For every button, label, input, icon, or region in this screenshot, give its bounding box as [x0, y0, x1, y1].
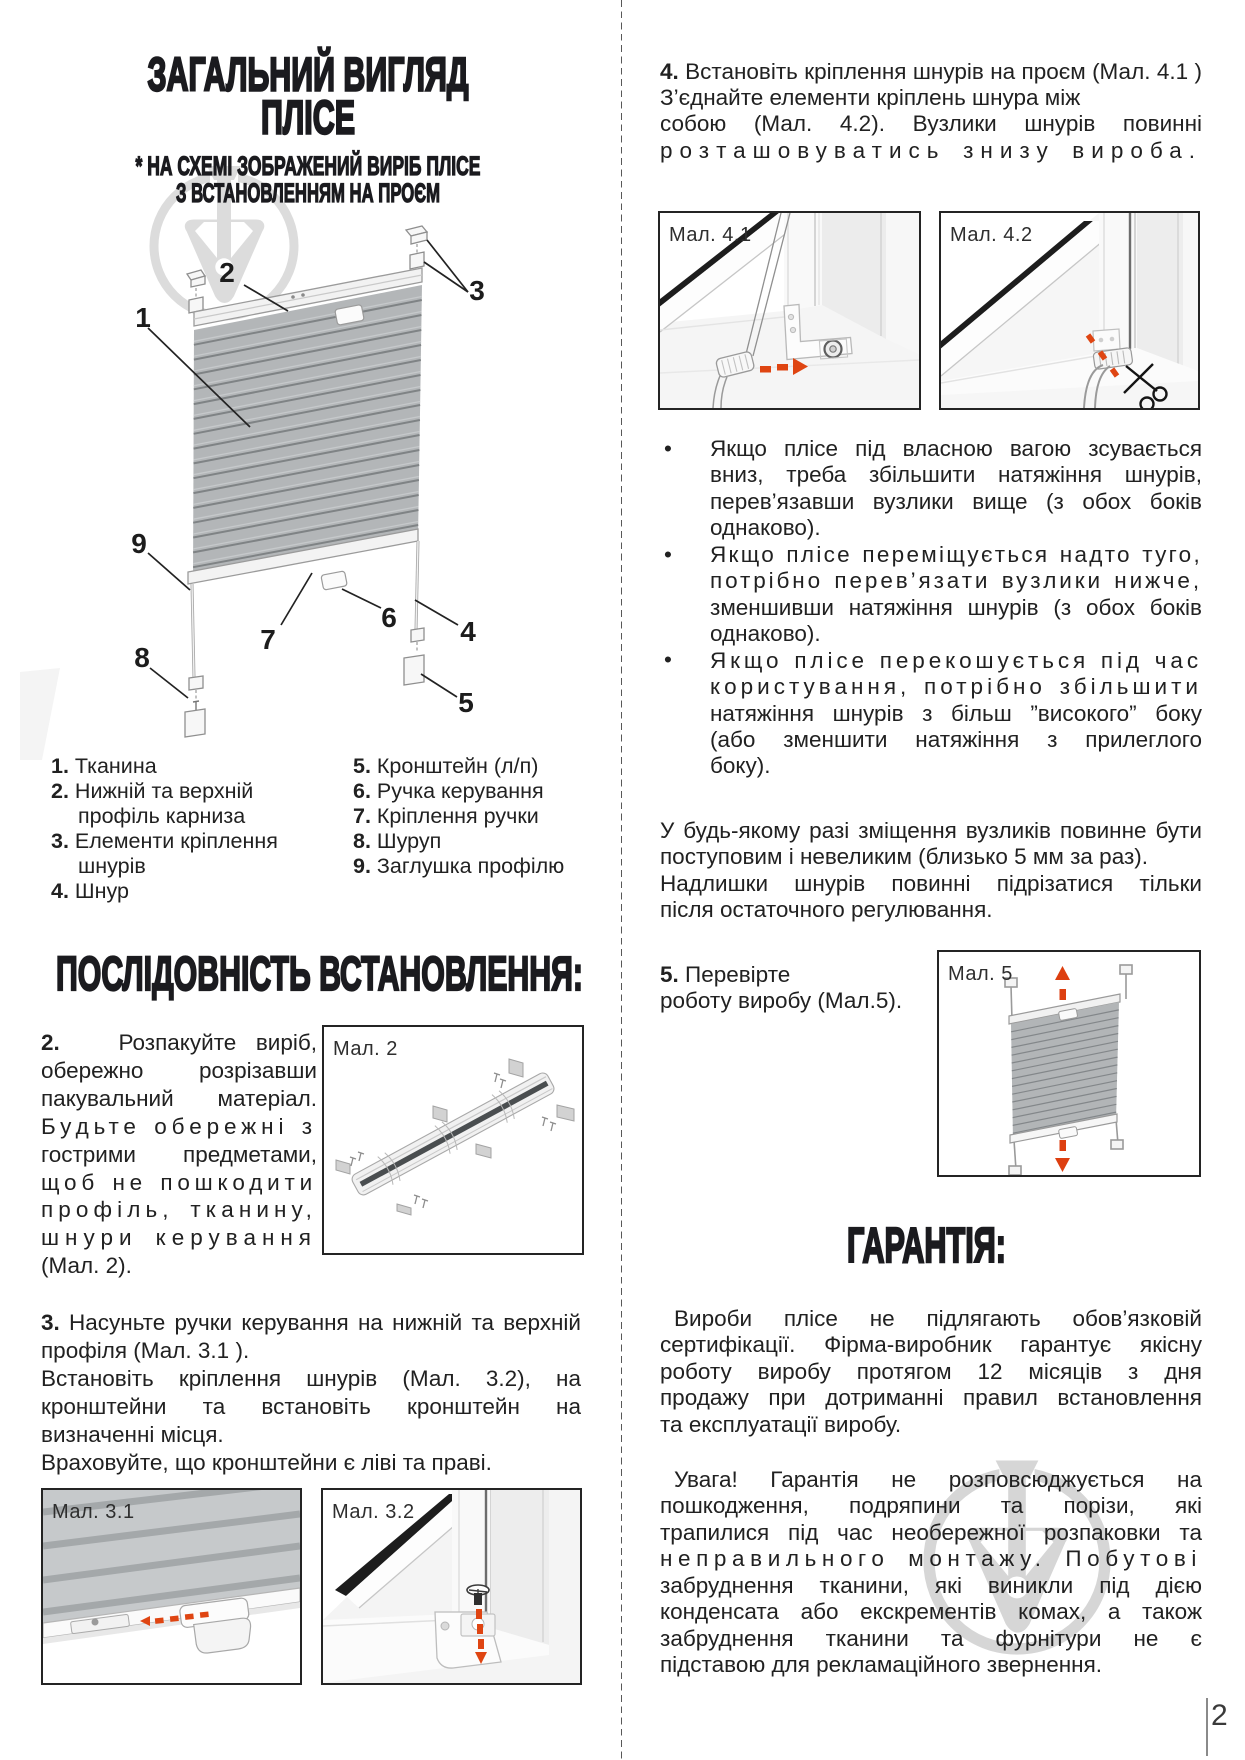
svg-text:ЗАГАЛЬНИЙ ВИГЛЯД: ЗАГАЛЬНИЙ ВИГЛЯД	[148, 48, 469, 101]
svg-text:З ВСТАНОВЛЕННЯМ НА ПРОЄМ: З ВСТАНОВЛЕННЯМ НА ПРОЄМ	[176, 178, 440, 208]
svg-text:1: 1	[135, 302, 151, 333]
svg-text:8: 8	[134, 642, 150, 673]
svg-text:3: 3	[469, 275, 485, 306]
svg-text:ПЛІСЕ: ПЛІСЕ	[261, 91, 355, 144]
svg-text:ПОСЛІДОВНІСТЬ ВСТАНОВЛЕННЯ:: ПОСЛІДОВНІСТЬ ВСТАНОВЛЕННЯ:	[56, 948, 583, 1001]
svg-text:6: 6	[381, 602, 397, 633]
svg-text:7: 7	[260, 624, 276, 655]
svg-text:5: 5	[458, 687, 474, 718]
svg-text:9: 9	[131, 528, 147, 559]
svg-text:* НА СХЕМІ ЗОБРАЖЕНИЙ ВИРІБ ПЛ: * НА СХЕМІ ЗОБРАЖЕНИЙ ВИРІБ ПЛІСЕ	[136, 151, 481, 181]
svg-text:4: 4	[460, 616, 476, 647]
svg-text:2: 2	[219, 257, 235, 288]
svg-text:ГАРАНТІЯ:: ГАРАНТІЯ:	[847, 1219, 1006, 1273]
